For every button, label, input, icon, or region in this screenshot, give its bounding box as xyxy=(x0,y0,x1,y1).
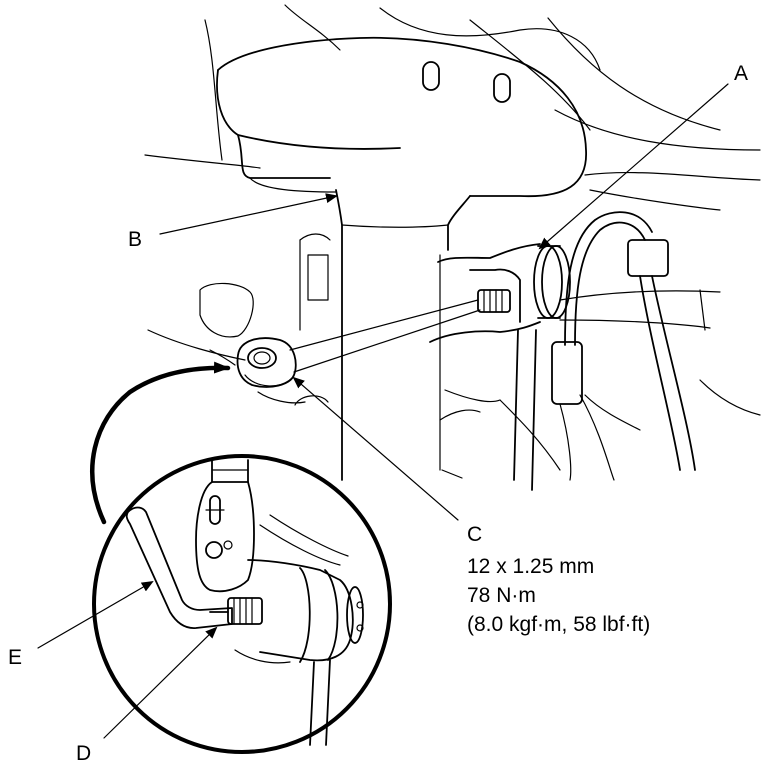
leader-b xyxy=(159,193,338,235)
flange-nut-c xyxy=(236,337,297,388)
detail-transfer-arrow xyxy=(90,361,231,525)
spec-thread: 12 x 1.25 mm xyxy=(467,555,594,578)
leader-d xyxy=(103,626,218,739)
alignment-lines xyxy=(289,299,481,373)
callout-c-label: C xyxy=(467,523,482,546)
stabilizer-link-bracket xyxy=(429,211,761,491)
leader-e xyxy=(37,580,154,649)
detail-circle xyxy=(92,454,392,754)
strut-shaft xyxy=(147,189,501,481)
strut-tower xyxy=(144,4,761,211)
callout-b-label: B xyxy=(128,228,142,251)
spec-torque-nm: 78 N·m xyxy=(467,584,536,607)
callout-a-label: A xyxy=(734,62,748,85)
spec-torque-alt: (8.0 kgf·m, 58 lbf·ft) xyxy=(467,613,650,636)
callout-e-label: E xyxy=(8,646,22,669)
callout-d-label: D xyxy=(76,742,91,765)
leader-c xyxy=(292,376,459,521)
leader-a xyxy=(538,83,729,250)
